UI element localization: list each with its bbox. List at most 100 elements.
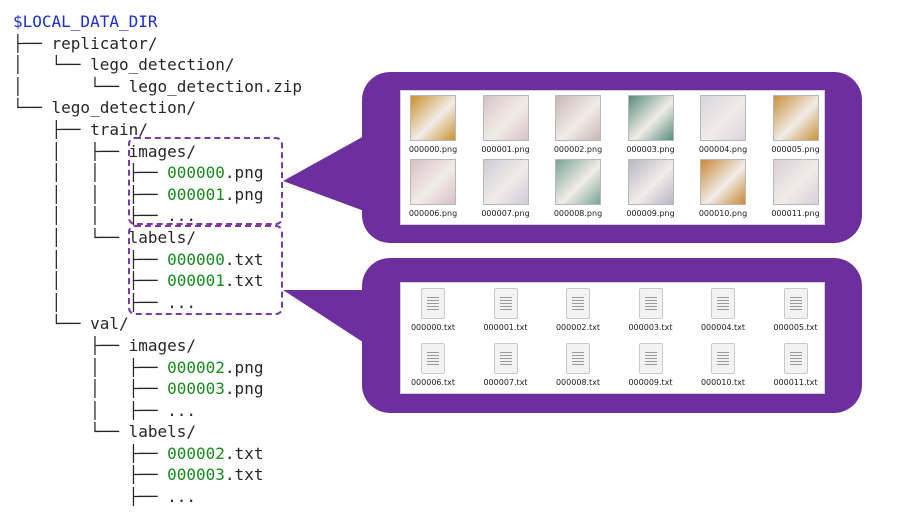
- entry-name: val/: [90, 314, 129, 334]
- file-basename: 000002: [167, 357, 225, 377]
- label-file-item[interactable]: 000008.txt: [548, 343, 608, 387]
- label-file-item[interactable]: 000002.txt: [548, 288, 608, 332]
- file-name: 000008.png: [553, 209, 603, 218]
- tree-branch: │ ├──: [13, 357, 168, 377]
- text-document-icon: [493, 343, 518, 374]
- file-name: 000007.png: [481, 209, 530, 218]
- text-document-icon: [783, 288, 808, 319]
- file-name: 000004.txt: [700, 323, 746, 332]
- label-file-item[interactable]: 000009.txt: [621, 343, 681, 387]
- label-file-item[interactable]: 000010.txt: [693, 343, 753, 387]
- entry-name: images/: [128, 335, 197, 355]
- image-thumbnail: [410, 159, 456, 205]
- tree-line: └── labels/: [13, 421, 302, 443]
- image-file-item[interactable]: 000004.png: [693, 95, 753, 154]
- file-basename: 000000: [167, 163, 225, 183]
- text-document-icon: [638, 288, 663, 319]
- tree-line: └── lego_detection/: [13, 97, 302, 119]
- file-name: 000011.txt: [773, 378, 818, 387]
- train-images-highlight: [128, 137, 283, 225]
- file-basename: 000000: [167, 249, 225, 269]
- image-thumbnail: [772, 159, 819, 205]
- image-thumbnail: [410, 95, 456, 141]
- tree-line: ├── ...: [13, 486, 302, 508]
- tree-branch: ├──: [13, 33, 52, 53]
- image-thumbnail: [627, 95, 674, 141]
- image-thumbnail: [700, 95, 746, 141]
- tree-branch: └──: [13, 422, 129, 442]
- tree-branch: ├──: [13, 465, 168, 485]
- text-document-icon: [493, 288, 518, 319]
- tree-branch: │ ├──: [13, 292, 168, 312]
- file-name: 000001.png: [481, 145, 530, 154]
- text-document-icon: [566, 288, 590, 319]
- label-file-item[interactable]: 000006.txt: [403, 343, 463, 387]
- image-file-item[interactable]: 000008.png: [548, 159, 608, 218]
- image-file-item[interactable]: 000009.png: [621, 159, 681, 218]
- image-file-item[interactable]: 000010.png: [693, 159, 753, 218]
- label-file-item[interactable]: 000000.txt: [403, 288, 463, 332]
- image-file-item[interactable]: 000001.png: [476, 95, 536, 154]
- file-name: 000003.txt: [628, 323, 673, 332]
- directory-tree: $LOCAL_DATA_DIR├── replicator/│ └── lego…: [13, 11, 302, 508]
- image-thumbnail: [482, 159, 529, 205]
- file-basename: 000001: [167, 271, 225, 291]
- file-name: 000010.png: [698, 209, 748, 218]
- label-file-item[interactable]: 000001.txt: [476, 288, 536, 332]
- file-extension: .png: [224, 184, 264, 204]
- entry-name: replicator/: [51, 33, 158, 53]
- label-file-item[interactable]: 000007.txt: [476, 343, 536, 387]
- entry-name: ...: [167, 206, 197, 226]
- text-document-icon: [711, 343, 735, 374]
- file-name: 000005.png: [771, 145, 820, 154]
- tree-line: │ ├── 000000.txt: [13, 249, 302, 271]
- image-file-item[interactable]: 000007.png: [476, 159, 536, 218]
- image-file-item[interactable]: 000011.png: [766, 159, 826, 218]
- image-thumbnail: [700, 159, 746, 205]
- image-file-item[interactable]: 000005.png: [766, 95, 826, 154]
- image-file-item[interactable]: 000002.png: [548, 95, 608, 154]
- file-basename: 000003: [167, 379, 225, 399]
- image-thumbnail: [772, 95, 819, 141]
- file-name: 000001.txt: [483, 323, 528, 332]
- label-file-item[interactable]: 000004.txt: [693, 288, 753, 332]
- image-file-item[interactable]: 000003.png: [621, 95, 681, 154]
- entry-name: lego_detection.zip: [128, 76, 302, 96]
- tree-line: ├── 000003.txt: [13, 464, 302, 486]
- image-thumbnail: [482, 95, 529, 141]
- file-name: 000009.png: [626, 209, 675, 218]
- file-name: 000005.txt: [773, 323, 818, 332]
- entry-name: labels/: [128, 422, 197, 442]
- tree-line: │ ├── ...: [13, 400, 302, 422]
- tree-line: │ │ ├── 000000.png: [13, 162, 302, 184]
- file-extension: .png: [224, 163, 264, 183]
- file-extension: .txt: [224, 271, 264, 291]
- entry-name: images/: [128, 141, 197, 161]
- tree-branch: │ └──: [13, 55, 91, 75]
- label-file-item[interactable]: 000011.txt: [766, 343, 826, 387]
- tree-line: ├── train/: [13, 119, 302, 141]
- entry-name: ...: [167, 400, 197, 420]
- text-document-icon: [638, 343, 663, 374]
- file-name: 000008.txt: [555, 378, 601, 387]
- tree-branch: │ ├──: [13, 400, 168, 420]
- label-file-item[interactable]: 000003.txt: [621, 288, 681, 332]
- image-file-item[interactable]: 000000.png: [403, 95, 463, 154]
- file-name: 000009.txt: [628, 378, 673, 387]
- tree-line: │ └── lego_detection/: [13, 54, 302, 76]
- tree-line: │ ├── 000003.png: [13, 378, 302, 400]
- tree-branch: │ ├──: [13, 379, 168, 399]
- entry-name: lego_detection/: [90, 55, 235, 75]
- image-thumbnail: [627, 159, 674, 205]
- tree-branch: ├──: [13, 335, 129, 355]
- text-document-icon: [421, 343, 445, 374]
- image-file-item[interactable]: 000006.png: [403, 159, 463, 218]
- tree-line: ├── replicator/: [13, 33, 302, 55]
- label-file-item[interactable]: 000005.txt: [766, 288, 826, 332]
- file-name: 000004.png: [698, 145, 748, 154]
- tree-line: │ │ ├── ...: [13, 205, 302, 227]
- file-name: 000000.png: [408, 145, 458, 154]
- tree-line: │ ├── images/: [13, 141, 302, 163]
- tree-branch: │ └──: [13, 76, 129, 96]
